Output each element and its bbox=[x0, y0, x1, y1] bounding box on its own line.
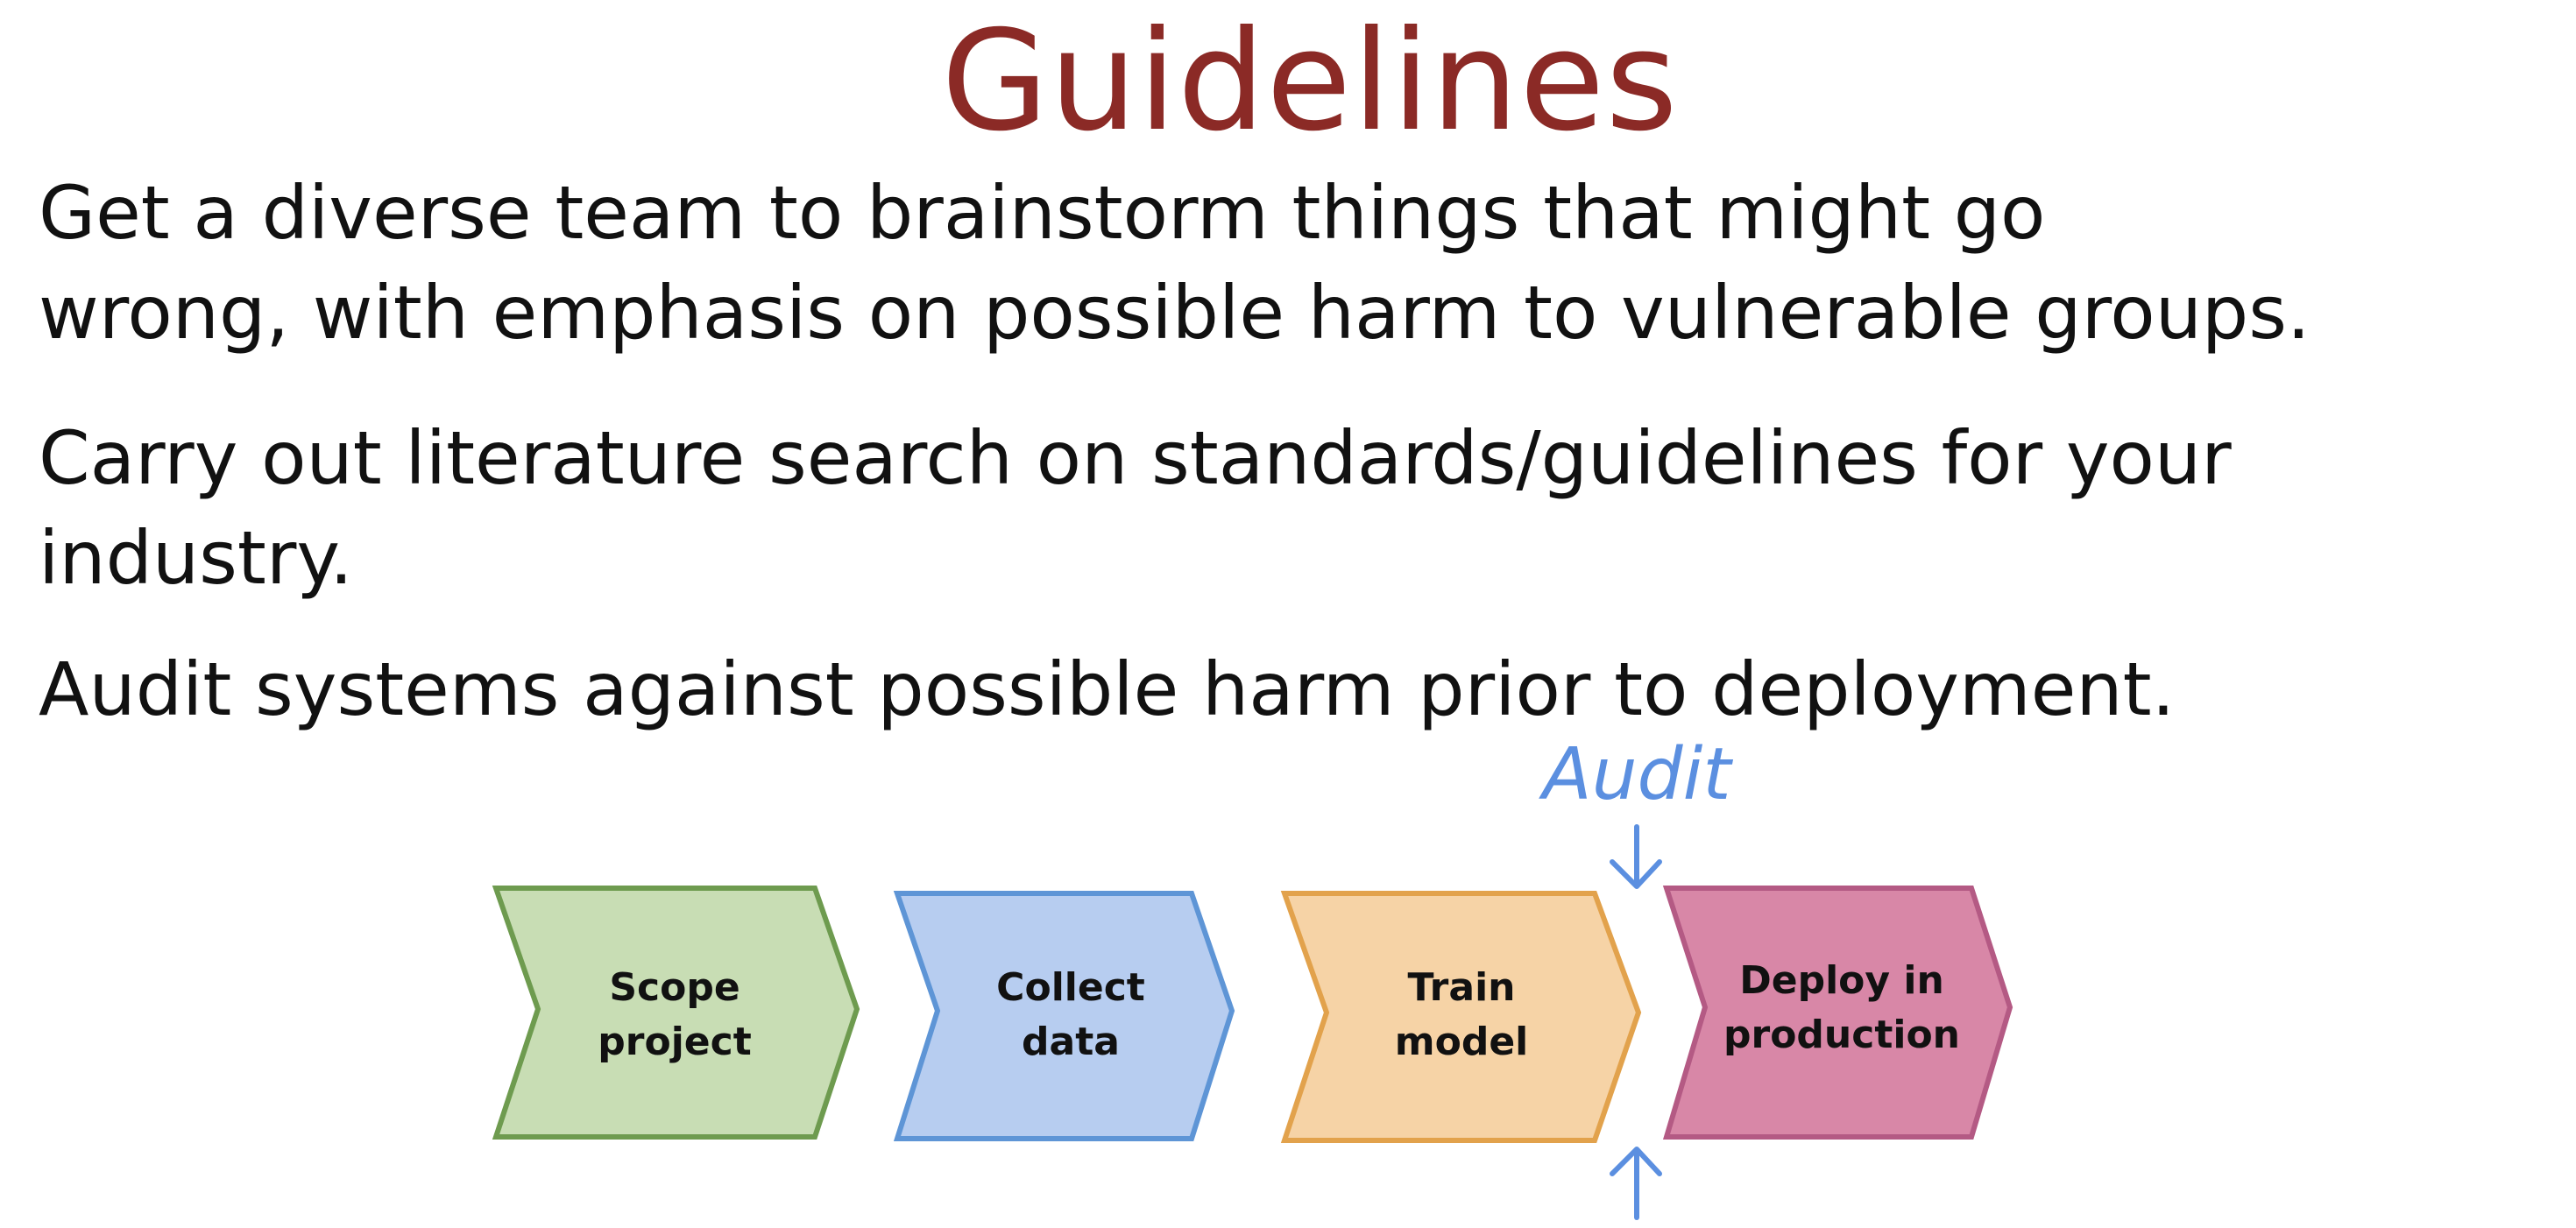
step-collect-data: Collect data bbox=[893, 891, 1235, 1141]
guideline-3: Audit systems against possible harm prio… bbox=[39, 639, 2175, 739]
audit-label: Audit bbox=[1538, 733, 1733, 816]
step-train-model: Train model bbox=[1280, 891, 1642, 1143]
step-collect-data-label-2: data bbox=[1022, 1020, 1120, 1064]
step-deploy-production-chevron bbox=[1662, 886, 2013, 1140]
guideline-1: Get a diverse team to brainstorm things … bbox=[39, 163, 2311, 363]
guideline-3-line-1: Audit systems against possible harm prio… bbox=[39, 646, 2176, 732]
guideline-2-line-1: Carry out literature search on standards… bbox=[39, 415, 2232, 501]
step-train-model-label-1: Train bbox=[1408, 965, 1516, 1010]
step-collect-data-label-1: Collect bbox=[996, 965, 1145, 1010]
step-train-model-chevron bbox=[1280, 891, 1642, 1143]
guideline-2: Carry out literature search on standards… bbox=[39, 408, 2232, 608]
step-deploy-production: Deploy in production bbox=[1662, 886, 2013, 1140]
step-deploy-production-label-1: Deploy in bbox=[1739, 958, 1944, 1003]
audit-arrow-up-icon bbox=[1610, 1147, 1662, 1220]
step-collect-data-chevron bbox=[893, 891, 1235, 1141]
guideline-1-line-2: wrong, with emphasis on possible harm to… bbox=[39, 270, 2311, 356]
step-train-model-label-2: model bbox=[1395, 1020, 1529, 1064]
step-deploy-production-label-2: production bbox=[1723, 1013, 1960, 1057]
step-scope-project-chevron bbox=[492, 886, 860, 1140]
audit-arrow-down-icon bbox=[1610, 824, 1662, 889]
slide-title: Guidelines bbox=[941, 1, 1679, 162]
step-scope-project-label-1: Scope bbox=[609, 965, 740, 1010]
step-scope-project-label-2: project bbox=[598, 1020, 751, 1064]
step-scope-project: Scope project bbox=[492, 886, 860, 1140]
guideline-2-line-2: industry. bbox=[39, 515, 353, 601]
guideline-1-line-1: Get a diverse team to brainstorm things … bbox=[39, 170, 2046, 256]
